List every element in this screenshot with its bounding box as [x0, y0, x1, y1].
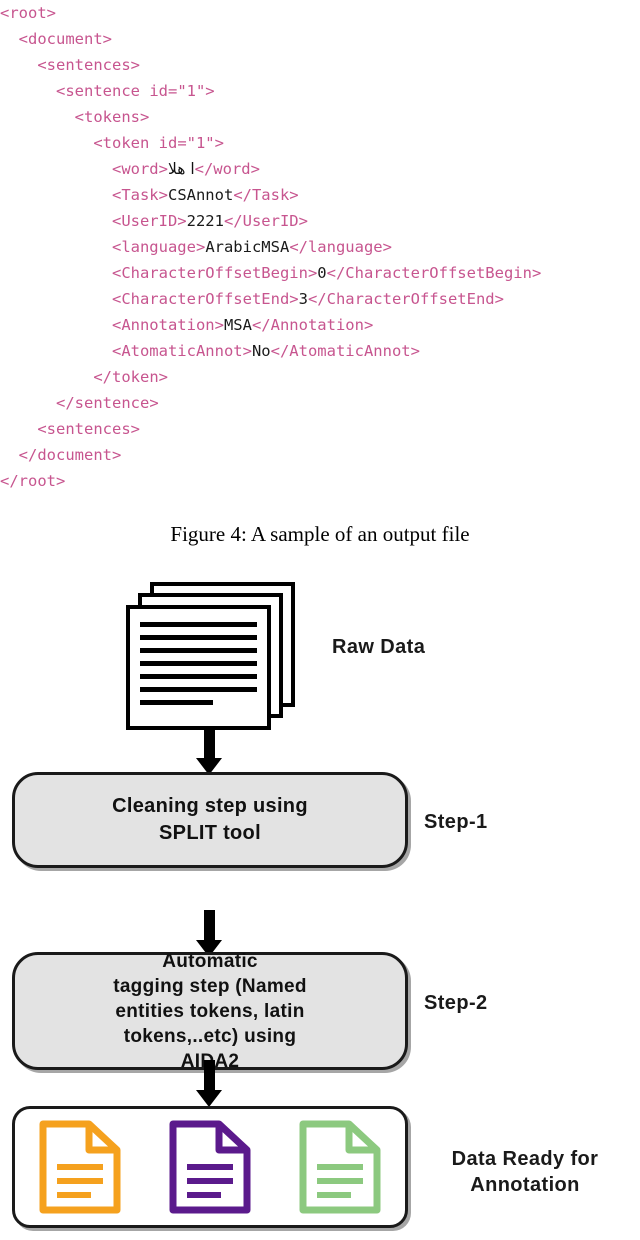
code-line-18: </document> [18, 446, 122, 464]
xml-code-block: <root> <document> <sentences> <sentence … [0, 0, 640, 494]
step-1-box: Cleaning step using SPLIT tool [12, 772, 408, 868]
code-line-19: </root> [0, 472, 66, 490]
document-green-icon [299, 1120, 381, 1214]
code-line-5: <tokens> [74, 108, 150, 126]
code-line-6: <token id="1"> [93, 134, 224, 152]
figure-caption: Figure 4: A sample of an output file [170, 522, 470, 546]
code-line-9: <UserID>2221</UserID> [111, 212, 308, 230]
code-line-17: <sentences> [37, 420, 140, 438]
arrow-down-icon-3 [196, 1060, 222, 1108]
step-2-text: Automatic tagging step (Named entities t… [113, 950, 307, 1072]
code-line-8: <Task>CSAnnot</Task> [111, 186, 299, 204]
code-line-15: </token> [93, 368, 168, 386]
document-orange-icon [39, 1120, 121, 1214]
output-documents-box [12, 1106, 408, 1228]
step-2-label: Step-2 [424, 992, 488, 1014]
raw-data-label: Raw Data [332, 636, 426, 658]
step-2-box: Automatic tagging step (Named entities t… [12, 951, 408, 1072]
code-line-12: <CharacterOffsetEnd>3</CharacterOffsetEn… [111, 290, 504, 308]
code-line-3: <sentences> [37, 56, 140, 74]
code-line-10: <language>ArabicMSA</language> [111, 238, 392, 256]
raw-data-text-lines-icon [140, 622, 257, 714]
output-label: Data Ready for Annotation [451, 1148, 599, 1196]
step-1-label: Step-1 [424, 811, 488, 833]
code-line-11: <CharacterOffsetBegin>0</CharacterOffset… [111, 264, 542, 282]
code-line-16: </sentence> [56, 394, 159, 412]
code-line-14: <AtomaticAnnot>No</AtomaticAnnot> [111, 342, 420, 360]
arrow-down-icon-1 [196, 730, 222, 775]
code-line-4: <sentence id="1"> [56, 82, 215, 100]
code-line-7: <word>ا هلا</word> [111, 160, 260, 178]
code-line-13: <Annotation>MSA</Annotation> [111, 316, 374, 334]
document-purple-icon [169, 1120, 251, 1214]
step-1-text: Cleaning step using SPLIT tool [112, 795, 308, 844]
code-line-2: <document> [18, 30, 112, 48]
code-line-1: <root> [0, 4, 56, 22]
pipeline-flowchart: Raw Data Cleaning step using SPLIT tool … [0, 560, 640, 1240]
